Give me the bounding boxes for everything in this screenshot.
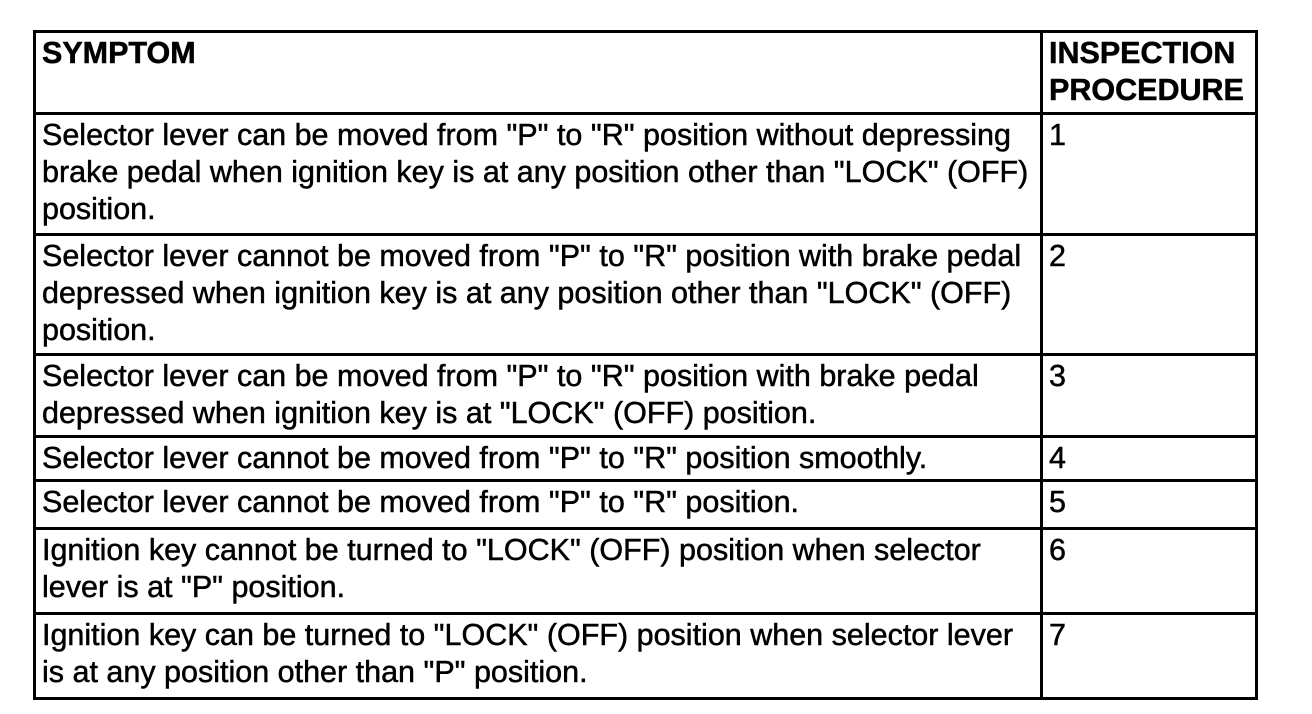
symptom-inspection-table: SYMPTOM INSPECTION PROCEDURE Selector le…	[33, 30, 1258, 700]
procedure-cell: 3	[1040, 353, 1258, 438]
procedure-cell: 5	[1040, 479, 1258, 530]
column-header-procedure: INSPECTION PROCEDURE	[1040, 30, 1258, 115]
column-header-symptom: SYMPTOM	[33, 30, 1043, 115]
procedure-cell: 2	[1040, 233, 1258, 356]
symptom-cell: Ignition key cannot be turned to "LOCK" …	[33, 527, 1043, 615]
symptom-cell: Ignition key can be turned to "LOCK" (OF…	[33, 612, 1043, 700]
symptom-cell: Selector lever cannot be moved from "P" …	[33, 479, 1043, 530]
symptom-cell: Selector lever can be moved from "P" to …	[33, 353, 1043, 438]
table-row: Selector lever cannot be moved from "P" …	[33, 233, 1258, 356]
symptom-cell: Selector lever cannot be moved from "P" …	[33, 435, 1043, 482]
procedure-cell: 1	[1040, 112, 1258, 236]
symptom-cell: Selector lever can be moved from "P" to …	[33, 112, 1043, 236]
procedure-cell: 4	[1040, 435, 1258, 482]
table-row: Ignition key can be turned to "LOCK" (OF…	[33, 612, 1258, 700]
procedure-cell: 6	[1040, 527, 1258, 615]
table-row: Selector lever can be moved from "P" to …	[33, 353, 1258, 438]
table-row: Selector lever can be moved from "P" to …	[33, 112, 1258, 236]
table-row: Selector lever cannot be moved from "P" …	[33, 479, 1258, 530]
table-row: Selector lever cannot be moved from "P" …	[33, 435, 1258, 482]
symptom-cell: Selector lever cannot be moved from "P" …	[33, 233, 1043, 356]
header-row: SYMPTOM INSPECTION PROCEDURE	[33, 30, 1258, 115]
procedure-cell: 7	[1040, 612, 1258, 700]
table-row: Ignition key cannot be turned to "LOCK" …	[33, 527, 1258, 615]
